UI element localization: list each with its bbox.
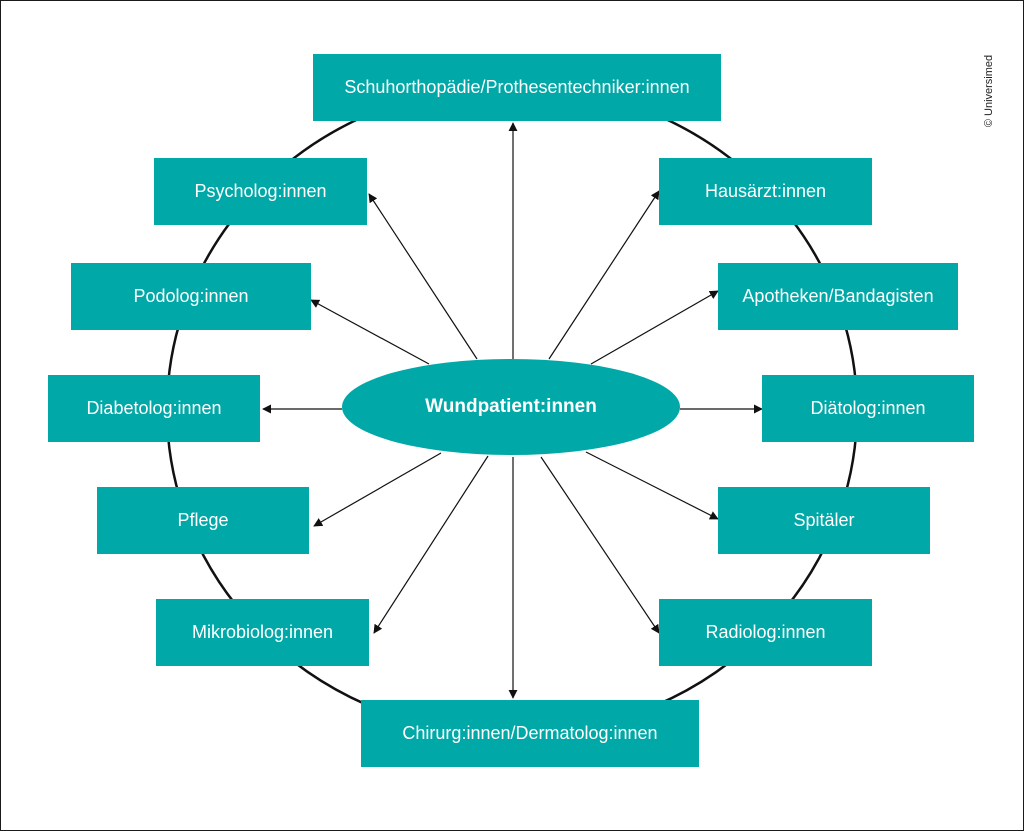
node-label: Schuhorthopädie/Prothesentechniker:innen (344, 77, 690, 97)
node-psycholog: Psycholog:innen (154, 158, 367, 225)
arrow-to-spitaeler (585, 451, 719, 520)
copyright-notice: © Universimed (983, 54, 995, 128)
center-label: Wundpatient:innen (425, 396, 597, 417)
node-label: Podolog:innen (133, 286, 249, 306)
node-label: Pflege (177, 510, 229, 530)
node-label: Hausärzt:innen (704, 181, 827, 201)
node-label: Diabetolog:innen (86, 398, 222, 418)
arrow-group (262, 122, 763, 699)
node-mikrobiolog: Mikrobiolog:innen (156, 599, 369, 666)
node-label: Apotheken/Bandagisten (742, 286, 934, 306)
arrow-to-apotheken (590, 290, 719, 365)
node-pflege: Pflege (97, 487, 309, 554)
node-diabetolog: Diabetolog:innen (48, 375, 260, 442)
arrow-to-mikrobiolog (373, 455, 489, 634)
node-label: Psycholog:innen (194, 181, 327, 201)
node-label: Radiolog:innen (705, 622, 826, 642)
node-label: Diätolog:innen (810, 398, 926, 418)
arrow-to-pflege (313, 452, 442, 527)
center-node-wundpatient: Wundpatient:innen (342, 359, 680, 455)
node-label: Spitäler (793, 510, 855, 530)
arrow-to-radiolog (540, 456, 660, 634)
node-label: Chirurg:innen/Dermatolog:innen (402, 723, 658, 743)
node-apotheken: Apotheken/Bandagisten (718, 263, 958, 330)
arrow-to-hausaerzt (548, 190, 660, 360)
node-podolog: Podolog:innen (71, 263, 311, 330)
node-label: Mikrobiolog:innen (191, 622, 334, 642)
node-chirurg: Chirurg:innen/Dermatolog:innen (361, 700, 699, 767)
arrow-to-podolog (310, 299, 430, 365)
node-hausaerzt: Hausärzt:innen (659, 158, 872, 225)
node-spitaeler: Spitäler (718, 487, 930, 554)
arrow-to-psycholog (368, 193, 478, 360)
node-schuhorthopaedie: Schuhorthopädie/Prothesentechniker:innen (313, 54, 721, 121)
node-diaetolog: Diätolog:innen (762, 375, 974, 442)
node-radiolog: Radiolog:innen (659, 599, 872, 666)
